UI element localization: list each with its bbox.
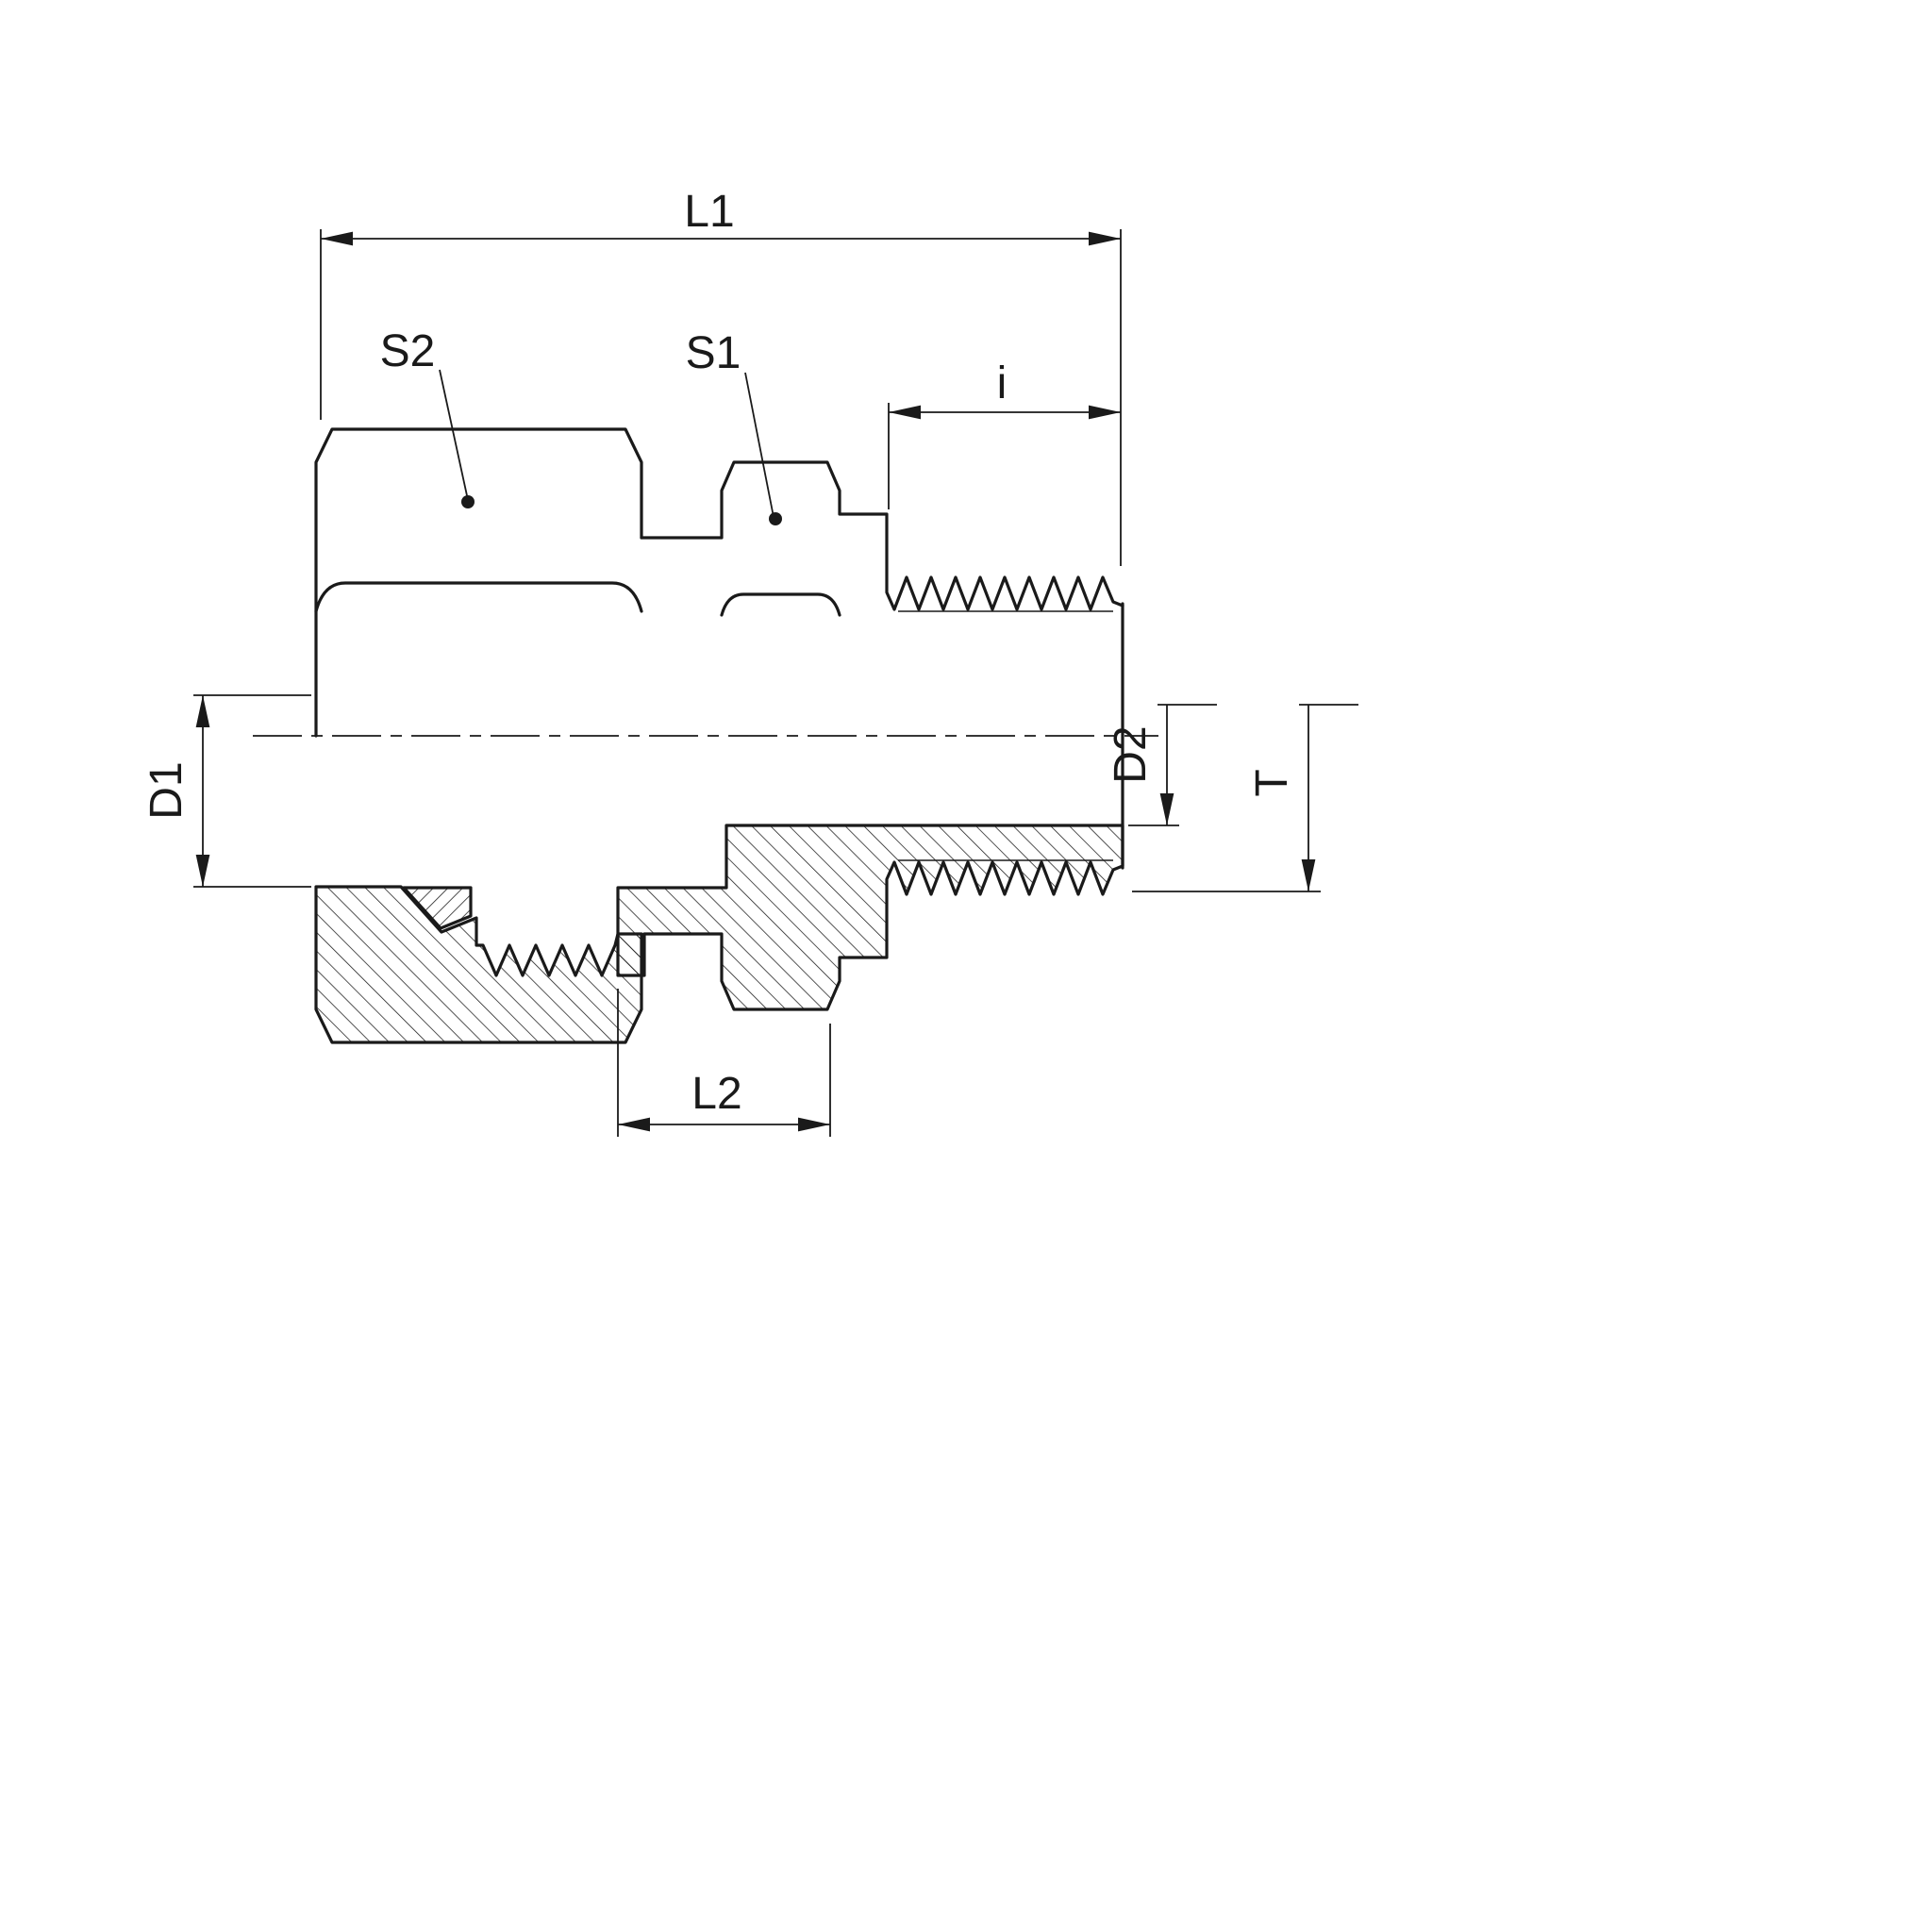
label-t: T	[1247, 769, 1297, 796]
s2-leader-dot	[461, 495, 475, 508]
label-d1: D1	[142, 761, 192, 819]
leader-s2: S2	[380, 326, 475, 508]
dimension-i: i	[888, 358, 1121, 509]
nut-section	[314, 885, 643, 1044]
label-i: i	[997, 358, 1008, 408]
dimension-l2: L2	[617, 989, 831, 1137]
body-section	[616, 824, 1124, 1011]
label-d2: D2	[1106, 725, 1156, 783]
s1-leader-line	[744, 372, 774, 518]
label-s1: S1	[686, 328, 741, 378]
neck-hex-thread-outline	[640, 460, 1124, 611]
small-hex-facet-line	[720, 592, 841, 617]
dimension-d1: D1	[142, 694, 311, 888]
label-l2: L2	[691, 1069, 741, 1119]
cutting-ring-section	[402, 886, 473, 930]
dimension-t: T	[1132, 704, 1358, 892]
s2-leader-line	[439, 369, 469, 501]
s1-leader-dot	[769, 512, 782, 525]
fitting-exterior-outline	[314, 427, 1124, 870]
dimension-d2: D2	[1106, 704, 1217, 826]
large-hex-outline	[314, 427, 643, 738]
label-s2: S2	[380, 326, 436, 376]
dimension-l1: L1	[320, 187, 1122, 566]
leader-s1: S1	[686, 328, 782, 525]
large-hex-facet-line	[314, 581, 643, 613]
label-l1: L1	[684, 187, 734, 237]
